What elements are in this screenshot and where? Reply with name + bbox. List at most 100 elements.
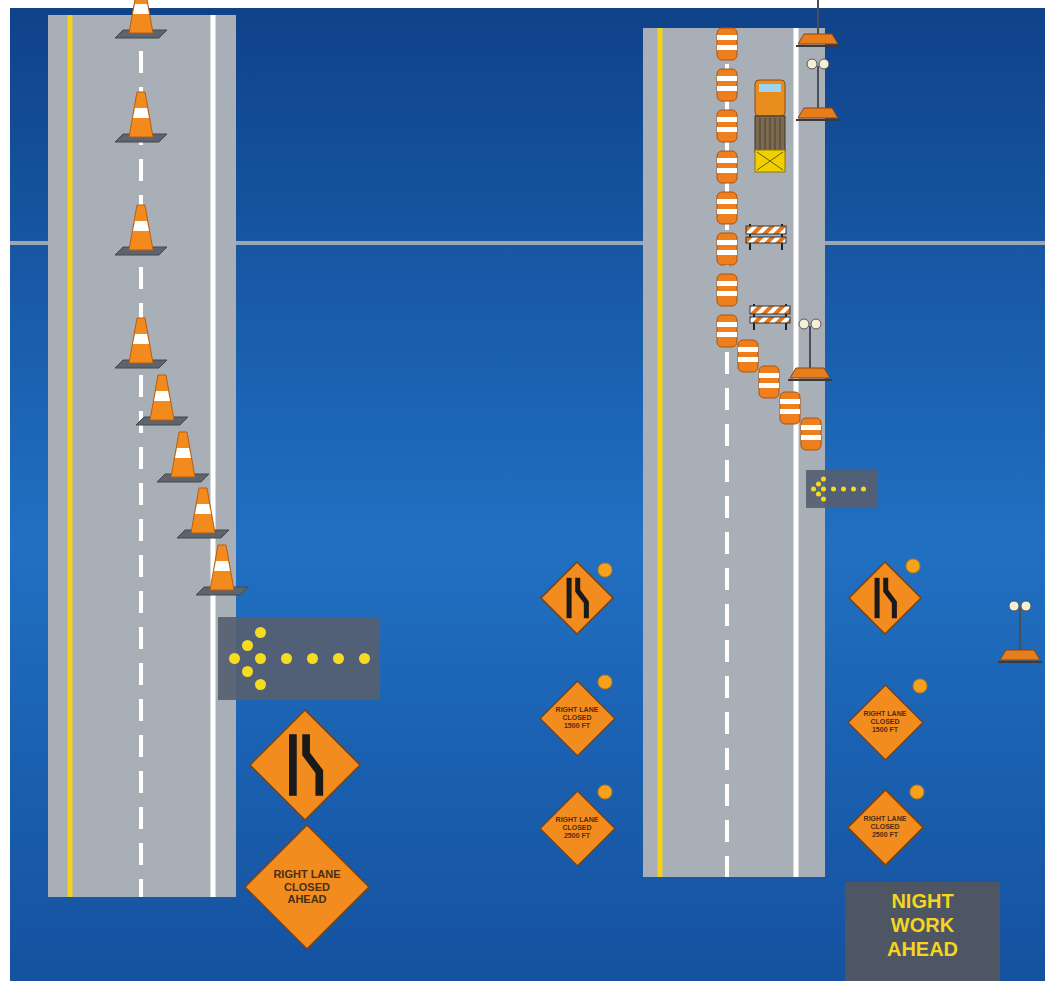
arrow-lamp bbox=[333, 653, 344, 664]
cone-band bbox=[133, 221, 149, 231]
merge-sign bbox=[250, 710, 360, 820]
light-tower bbox=[998, 601, 1042, 662]
warning-light bbox=[598, 785, 612, 799]
arrow-lamp bbox=[861, 487, 866, 492]
cone-band bbox=[214, 561, 230, 571]
truck-rear-mark bbox=[757, 152, 783, 170]
tower-outrigger bbox=[796, 119, 840, 121]
barrel-band bbox=[717, 250, 737, 255]
traffic-cone bbox=[136, 375, 188, 425]
traffic-cone bbox=[115, 0, 167, 38]
arrow-lamp bbox=[229, 653, 240, 664]
arrow-lamp bbox=[841, 487, 846, 492]
barrel-band bbox=[717, 240, 737, 245]
cone-band bbox=[133, 4, 149, 14]
traffic-barrel bbox=[717, 28, 737, 60]
warning-sign: RIGHT LANE CLOSED 1500 FT bbox=[847, 684, 924, 761]
merge-bar-left bbox=[875, 578, 880, 618]
arrow-lamp bbox=[255, 679, 266, 690]
warning-light bbox=[598, 563, 612, 577]
traffic-barrel bbox=[717, 233, 737, 265]
edge-line bbox=[794, 28, 799, 877]
sign-message: NIGHT WORK AHEAD bbox=[878, 889, 968, 961]
cone-body bbox=[129, 318, 153, 363]
traffic-barrel bbox=[717, 192, 737, 224]
traffic-cone bbox=[115, 92, 167, 142]
arrow-lamp bbox=[821, 487, 826, 492]
barricade bbox=[746, 224, 786, 250]
truck-bed bbox=[755, 116, 785, 152]
traffic-barrel bbox=[717, 110, 737, 142]
bed-slat bbox=[775, 118, 776, 150]
barrel-band bbox=[780, 399, 800, 404]
barrel-body bbox=[717, 28, 737, 60]
tower-lamp bbox=[799, 319, 809, 329]
barrel-body bbox=[801, 418, 821, 450]
barrel-body bbox=[717, 315, 737, 347]
cone-body bbox=[129, 92, 153, 137]
sign-text: RIGHT LANE CLOSED 1500 FT bbox=[863, 710, 907, 734]
barrel-band bbox=[801, 425, 821, 430]
barrel-band bbox=[801, 435, 821, 440]
traffic-cone bbox=[177, 488, 229, 538]
light-tower bbox=[796, 59, 840, 120]
tower-pole bbox=[1019, 608, 1021, 650]
barrel-band bbox=[759, 383, 779, 388]
tower-lamp bbox=[811, 319, 821, 329]
barrel-body bbox=[780, 392, 800, 424]
tower-base bbox=[1000, 650, 1040, 660]
barrel-band bbox=[717, 281, 737, 286]
arrow-lamp bbox=[811, 487, 816, 492]
tower-outrigger bbox=[788, 379, 832, 381]
warning-sign: RIGHT LANE CLOSED 2500 FT bbox=[539, 790, 616, 867]
barrel-band bbox=[717, 76, 737, 81]
merge-bar-left bbox=[567, 578, 572, 618]
cone-band bbox=[133, 108, 149, 118]
message-sign: NIGHT WORK AHEAD bbox=[845, 882, 1000, 981]
barrel-band bbox=[738, 357, 758, 362]
sign-diamond bbox=[848, 685, 923, 760]
barrel-band bbox=[717, 332, 737, 337]
barrel-band bbox=[717, 322, 737, 327]
arrow-lamp bbox=[816, 492, 821, 497]
tower-lamp bbox=[819, 59, 829, 69]
warning-light bbox=[906, 559, 920, 573]
lane-dashes bbox=[139, 15, 143, 897]
barrel-band bbox=[717, 86, 737, 91]
sign-diamond bbox=[540, 681, 615, 756]
sign-diamond bbox=[245, 825, 369, 949]
barrel-band bbox=[717, 45, 737, 50]
arrow-lamp bbox=[281, 653, 292, 664]
barricade-rail bbox=[750, 306, 790, 314]
traffic-barrel bbox=[801, 418, 821, 450]
warning-light bbox=[598, 675, 612, 689]
traffic-barrel bbox=[780, 392, 800, 424]
merge-sign bbox=[541, 562, 613, 634]
barrel-body bbox=[717, 192, 737, 224]
barrel-band bbox=[717, 158, 737, 163]
warning-sign: RIGHT LANE CLOSED 1500 FT bbox=[539, 680, 616, 757]
arrow-lamp bbox=[821, 497, 826, 502]
traffic-cone bbox=[196, 545, 248, 595]
bed-slat bbox=[760, 118, 761, 150]
edge-line bbox=[211, 15, 216, 897]
tower-base bbox=[798, 34, 838, 44]
barricade-rail bbox=[746, 237, 786, 243]
cone-body bbox=[129, 205, 153, 250]
arrow-lamp bbox=[242, 640, 253, 651]
cone-body bbox=[129, 0, 153, 33]
warning-light bbox=[910, 785, 924, 799]
bed-slat bbox=[770, 118, 771, 150]
barricade bbox=[750, 304, 790, 330]
traffic-barrel bbox=[717, 315, 737, 347]
tower-lamp bbox=[1021, 601, 1031, 611]
arrow-lamp bbox=[816, 482, 821, 487]
barrel-band bbox=[717, 127, 737, 132]
tower-pole bbox=[809, 326, 811, 368]
traffic-barrel bbox=[738, 340, 758, 372]
tower-outrigger bbox=[998, 661, 1042, 663]
road-surface bbox=[48, 15, 236, 897]
barrel-band bbox=[717, 291, 737, 296]
left-road bbox=[48, 15, 236, 897]
light-tower bbox=[788, 319, 832, 380]
